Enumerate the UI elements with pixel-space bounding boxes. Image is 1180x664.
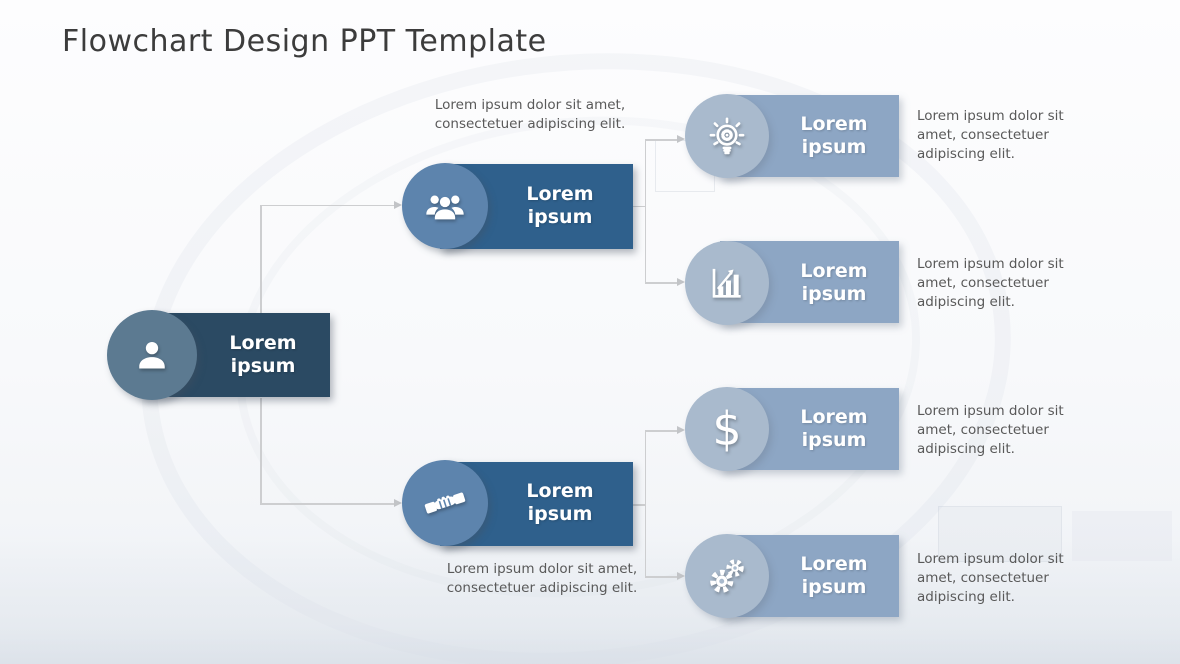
note-child-2-1: Lorem ipsum dolor sit amet, consectetuer… [917,403,1064,457]
note-branch-1: Lorem ipsum dolor sit amet, consectetuer… [434,97,626,132]
arrowhead-icon [677,426,685,434]
connector-line [644,430,646,577]
person-icon [134,337,170,373]
connector-line [645,576,678,578]
node-label: Lorem ipsum [800,113,868,158]
node-label: Lorem ipsum [800,553,868,598]
note-child-1-2: Lorem ipsum dolor sit amet, consectetuer… [917,256,1064,310]
arrowhead-icon [394,201,402,209]
bar-chart-icon [707,263,747,303]
connector-line [644,139,646,283]
lightbulb-icon [706,115,748,157]
connector-line [645,139,678,141]
node-circle [107,310,197,400]
arrowhead-icon [677,572,685,580]
dollar-icon: $ [712,402,742,456]
handshake-icon [424,482,466,524]
connector-line [633,205,646,207]
node-circle [402,460,488,546]
page-title: Flowchart Design PPT Template [62,24,547,59]
node-circle: $ [685,387,769,471]
connector-line [260,204,394,206]
node-circle [685,534,769,618]
connector-line [645,282,678,284]
node-label: Lorem ipsum [229,332,297,377]
connector-line [260,398,262,504]
node-label: Lorem ipsum [526,183,594,228]
node-circle [685,241,769,325]
connector-line [633,504,646,506]
note-child-1-1: Lorem ipsum dolor sit amet, consectetuer… [917,108,1064,162]
connector-line [260,205,262,314]
arrowhead-icon [677,135,685,143]
note-branch-2: Lorem ipsum dolor sit amet, consectetuer… [446,561,638,596]
node-circle [685,94,769,178]
gears-icon [706,555,748,597]
arrowhead-icon [677,278,685,286]
connector-line [645,430,678,432]
node-circle [402,163,488,249]
arrowhead-icon [394,499,402,507]
people-icon [425,186,465,226]
note-child-2-2: Lorem ipsum dolor sit amet, consectetuer… [917,551,1064,605]
node-label: Lorem ipsum [800,260,868,305]
connector-line [260,503,394,505]
node-label: Lorem ipsum [800,406,868,451]
node-label: Lorem ipsum [526,480,594,525]
